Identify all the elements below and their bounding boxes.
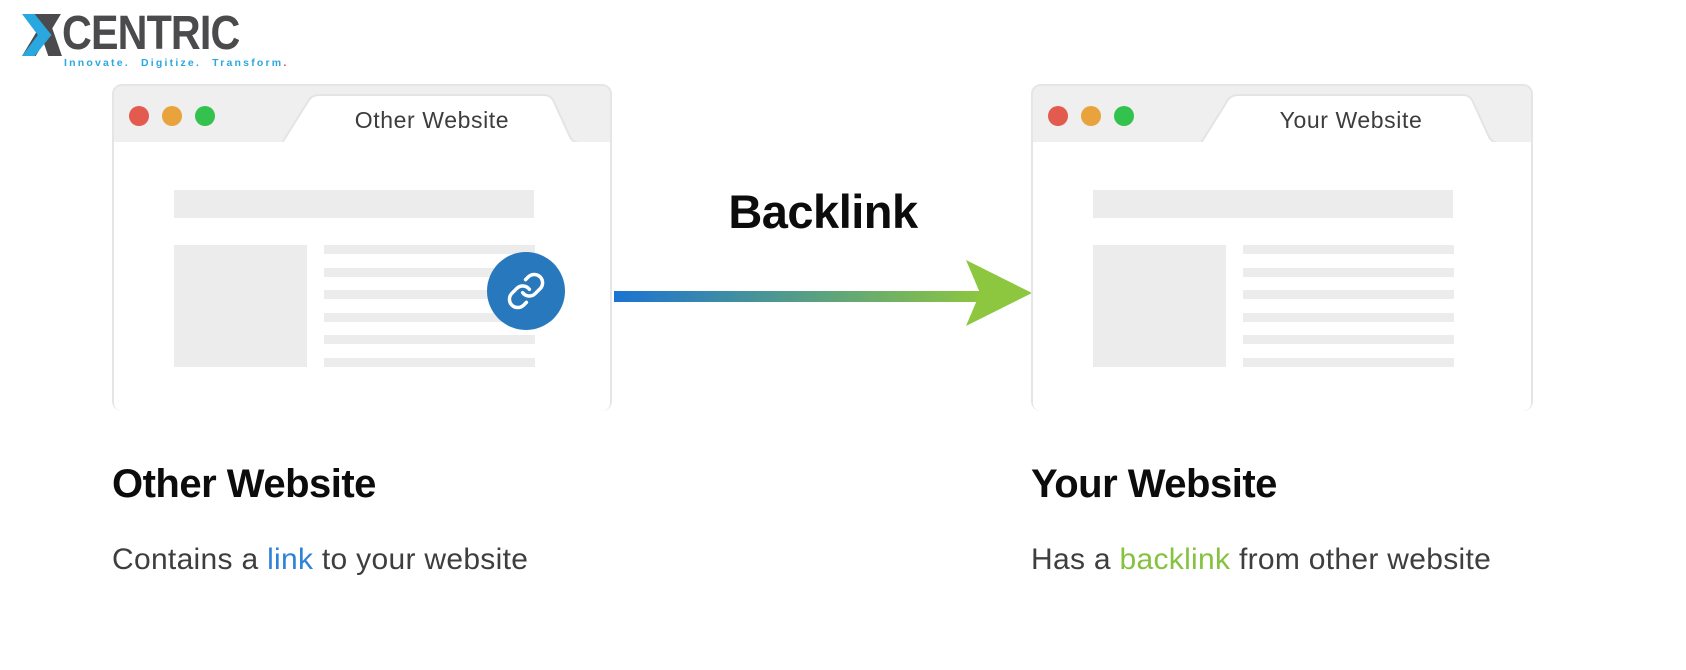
backlink-arrow — [614, 260, 1032, 326]
tagline-period: . — [283, 57, 289, 69]
tab-title: Your Website — [1279, 107, 1423, 133]
logo-text: CENTRIC Innovate. Digitize. Transform. — [62, 7, 288, 70]
placeholder-line — [324, 245, 535, 254]
window-control-close-icon — [129, 106, 149, 126]
placeholder-header-bar — [174, 190, 534, 218]
xcentric-logo: CENTRIC Innovate. Digitize. Transform. — [22, 7, 288, 70]
placeholder-line — [1243, 267, 1454, 277]
arrow-shaft — [614, 291, 982, 302]
link-word: link — [267, 543, 314, 576]
window-control-close-icon — [1048, 106, 1068, 126]
placeholder-image-block — [1093, 245, 1226, 367]
brand-name: CENTRIC — [62, 7, 240, 60]
brand-tagline: Innovate. Digitize. Transform. — [64, 57, 288, 69]
placeholder-line — [324, 290, 535, 300]
browser-tab — [282, 94, 581, 143]
webpage-content — [114, 142, 610, 411]
window-titlebar: Your Website — [1033, 86, 1531, 143]
placeholder-line — [1243, 357, 1454, 367]
caption-pre: Contains a — [112, 543, 268, 576]
caption-post: to your website — [313, 543, 529, 576]
link-icon — [507, 272, 545, 310]
window-control-minimize-icon — [1081, 106, 1101, 126]
tab-title: Other Website — [354, 107, 510, 133]
webpage-content — [1033, 142, 1531, 411]
browser-tab — [1201, 94, 1500, 143]
placeholder-line — [324, 267, 535, 277]
other-website-caption-title: Other Website — [112, 462, 376, 506]
caption-pre: Has a — [1031, 543, 1120, 576]
placeholder-text-lines — [1243, 245, 1454, 367]
backlink-word: backlink — [1119, 543, 1231, 576]
placeholder-text-lines — [324, 245, 535, 367]
tagline-text: Innovate. Digitize. Transform — [64, 57, 284, 69]
placeholder-line — [1243, 245, 1454, 254]
other-website-caption-text: Contains a link to your website — [112, 542, 528, 578]
window-control-minimize-icon — [162, 106, 182, 126]
placeholder-header-bar — [1093, 190, 1453, 218]
window-titlebar: Other Website — [114, 86, 610, 143]
caption-post: from other website — [1230, 543, 1492, 576]
placeholder-line — [1243, 290, 1454, 300]
backlink-label: Backlink — [728, 185, 918, 238]
placeholder-line — [324, 335, 535, 345]
placeholder-line — [1243, 335, 1454, 345]
your-website-caption-text: Has a backlink from other website — [1031, 542, 1491, 578]
xcentric-x-icon — [22, 14, 62, 56]
window-control-maximize-icon — [195, 106, 215, 126]
placeholder-line — [1243, 312, 1454, 322]
arrow-head — [966, 260, 1032, 326]
window-control-maximize-icon — [1114, 106, 1134, 126]
other-website-window: Other Website — [112, 84, 612, 411]
your-website-window: Your Website — [1031, 84, 1533, 411]
placeholder-line — [324, 357, 535, 367]
placeholder-line — [324, 312, 535, 322]
link-badge — [487, 252, 565, 330]
your-website-caption-title: Your Website — [1031, 462, 1277, 506]
placeholder-image-block — [174, 245, 307, 367]
